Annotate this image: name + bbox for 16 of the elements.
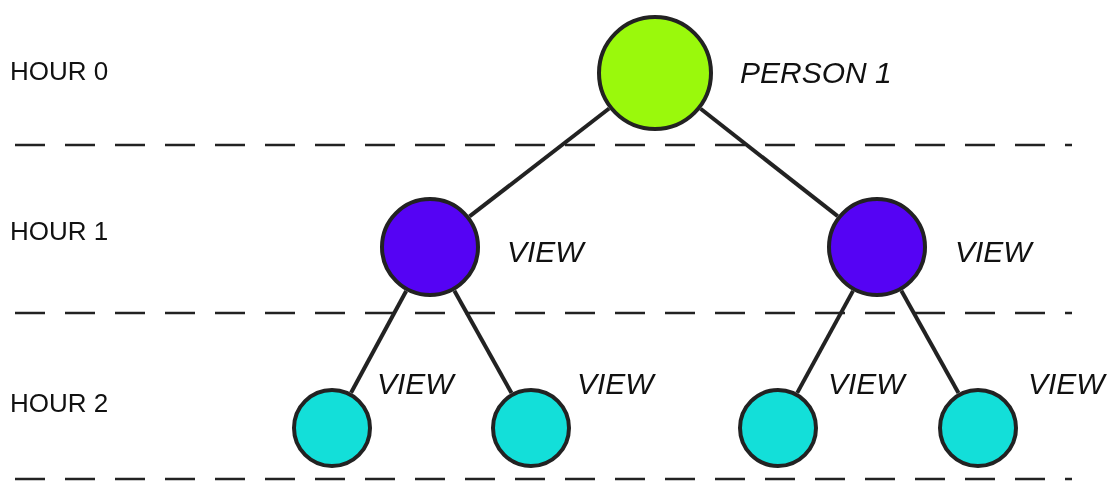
node-caption: VIEW (507, 237, 584, 267)
row-label: HOUR 2 (10, 390, 109, 416)
node-caption: VIEW (828, 369, 905, 399)
node-caption: VIEW (577, 369, 654, 399)
connector-line (699, 107, 839, 218)
node-caption: VIEW (1028, 369, 1105, 399)
row-label: HOUR 0 (10, 58, 109, 84)
connector-line (795, 289, 855, 394)
row-label: HOUR 1 (10, 218, 109, 244)
node-caption: VIEW (955, 237, 1032, 267)
connector-line (468, 106, 611, 218)
connector-line (349, 290, 408, 394)
connector-line (899, 289, 961, 395)
connector-line (452, 289, 514, 395)
node-caption: VIEW (377, 369, 454, 399)
node-caption: PERSON 1 (740, 58, 892, 88)
